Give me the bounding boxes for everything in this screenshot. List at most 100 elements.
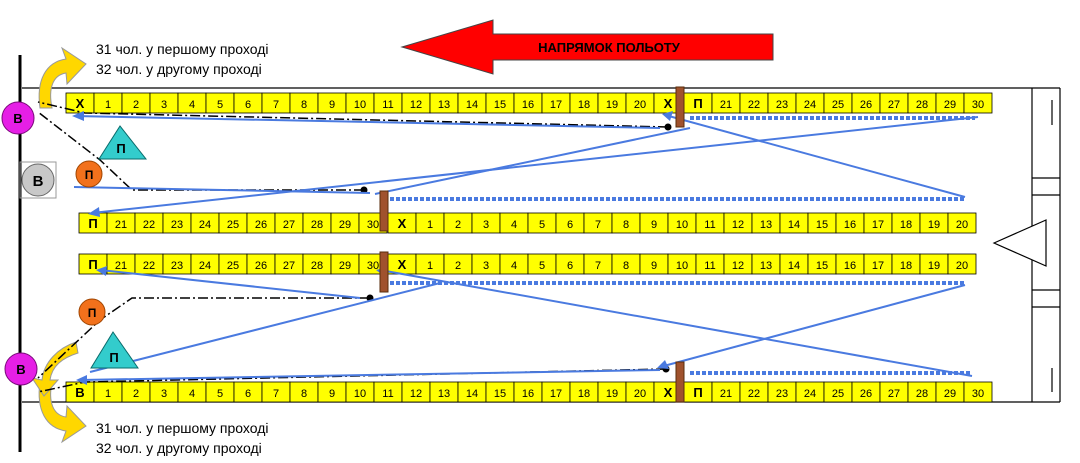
seat-label: 29 <box>944 99 956 111</box>
seat-label: 7 <box>595 219 601 231</box>
top-note-line1: 31 чол. у першому проході <box>96 41 269 57</box>
seat-label: 5 <box>539 219 545 231</box>
seat-label: 27 <box>283 260 295 272</box>
seat-label: 3 <box>161 99 167 111</box>
seat-label: Х <box>398 216 407 231</box>
seat-label: 5 <box>217 99 223 111</box>
seat-label: 1 <box>427 219 433 231</box>
seat-label: 4 <box>189 99 195 111</box>
seat-label: 15 <box>816 260 828 272</box>
seat-label: 28 <box>311 260 323 272</box>
seat-label: П <box>88 257 97 272</box>
seat-label: 10 <box>676 260 688 272</box>
seat-label: 3 <box>161 388 167 400</box>
top-note-line2: 32 чол. у другому проході <box>96 61 262 77</box>
seat-label: 16 <box>844 260 856 272</box>
seat-label: 17 <box>550 388 562 400</box>
seat-label: 4 <box>511 219 517 231</box>
seat-cell <box>947 212 977 234</box>
seat-label: 14 <box>466 99 478 111</box>
jumper-bottom: П <box>78 298 106 326</box>
seat-label: Х <box>398 257 407 272</box>
seat-label: П <box>88 216 97 231</box>
seat-label: 8 <box>623 260 629 272</box>
seat-label: 20 <box>956 219 968 231</box>
seat-label: 6 <box>245 388 251 400</box>
seat-label: 26 <box>255 219 267 231</box>
seat-label: 9 <box>651 260 657 272</box>
seat-label: 14 <box>788 219 800 231</box>
seat-label: 8 <box>623 219 629 231</box>
seat-cell <box>963 381 993 403</box>
bottom-inner-arrow-icon <box>30 341 79 397</box>
seat-label: 7 <box>273 388 279 400</box>
seat-label: 30 <box>367 219 379 231</box>
seat-label: 21 <box>115 219 127 231</box>
seat-label: 6 <box>567 219 573 231</box>
seat-label: 24 <box>199 219 211 231</box>
seat-label: 17 <box>550 99 562 111</box>
seat-label: 1 <box>427 260 433 272</box>
seat-label: 4 <box>511 260 517 272</box>
seat-label: 2 <box>133 388 139 400</box>
seat-label: 6 <box>245 99 251 111</box>
seat-label: 21 <box>720 388 732 400</box>
seat-label: 29 <box>339 260 351 272</box>
seat-label: 3 <box>483 260 489 272</box>
seat-label: 13 <box>760 260 772 272</box>
seat-label: 25 <box>227 260 239 272</box>
svg-text:П: П <box>85 168 94 182</box>
seat-label: 25 <box>832 388 844 400</box>
exit-bottom: В <box>4 352 38 386</box>
seat-label: 21 <box>115 260 127 272</box>
seat-label: 19 <box>928 219 940 231</box>
seat-label: 1 <box>105 388 111 400</box>
rear-door-frame <box>19 161 57 199</box>
seat-label: 16 <box>522 99 534 111</box>
seat-label: 2 <box>455 219 461 231</box>
seat-label: 20 <box>634 388 646 400</box>
seat-label: 18 <box>578 99 590 111</box>
seat-label: 13 <box>760 219 772 231</box>
seat-label: 28 <box>916 388 928 400</box>
svg-text:П: П <box>116 141 125 156</box>
path-nodes <box>360 123 672 373</box>
svg-text:П: П <box>88 306 97 320</box>
top-exit-arrow-icon <box>38 46 87 109</box>
seat-label: 24 <box>199 260 211 272</box>
seat-cell <box>947 253 977 275</box>
seat-label: 23 <box>171 260 183 272</box>
jumper-top: П <box>75 160 103 188</box>
seat-label: 30 <box>972 99 984 111</box>
seat-label: 12 <box>410 388 422 400</box>
instructor-top: П <box>98 125 148 160</box>
seat-label: 23 <box>776 388 788 400</box>
seat-label: 12 <box>732 260 744 272</box>
seat-label: 22 <box>143 260 155 272</box>
seat-label: 9 <box>329 388 335 400</box>
seat-label: 10 <box>354 99 366 111</box>
instructor-bottom: П <box>90 331 139 369</box>
seat-label: 27 <box>283 219 295 231</box>
seat-label: 2 <box>133 99 139 111</box>
aisle-dotted-lines <box>390 116 975 375</box>
seat-label: 16 <box>522 388 534 400</box>
seat-label: П <box>693 385 702 400</box>
seat-label: В <box>75 385 84 400</box>
seat-label: 8 <box>301 388 307 400</box>
fuselage-outline <box>22 87 1061 403</box>
seat-label: 30 <box>972 388 984 400</box>
seat-label: 8 <box>301 99 307 111</box>
bottom-note-line2: 32 чол. у другому проході <box>96 440 262 456</box>
seat-label: 4 <box>189 388 195 400</box>
seat-label: 29 <box>339 219 351 231</box>
seat-label: 19 <box>928 260 940 272</box>
seat-label: 9 <box>329 99 335 111</box>
seat-label: 11 <box>704 260 715 272</box>
seat-label: 21 <box>720 99 732 111</box>
seat-label: 25 <box>832 99 844 111</box>
